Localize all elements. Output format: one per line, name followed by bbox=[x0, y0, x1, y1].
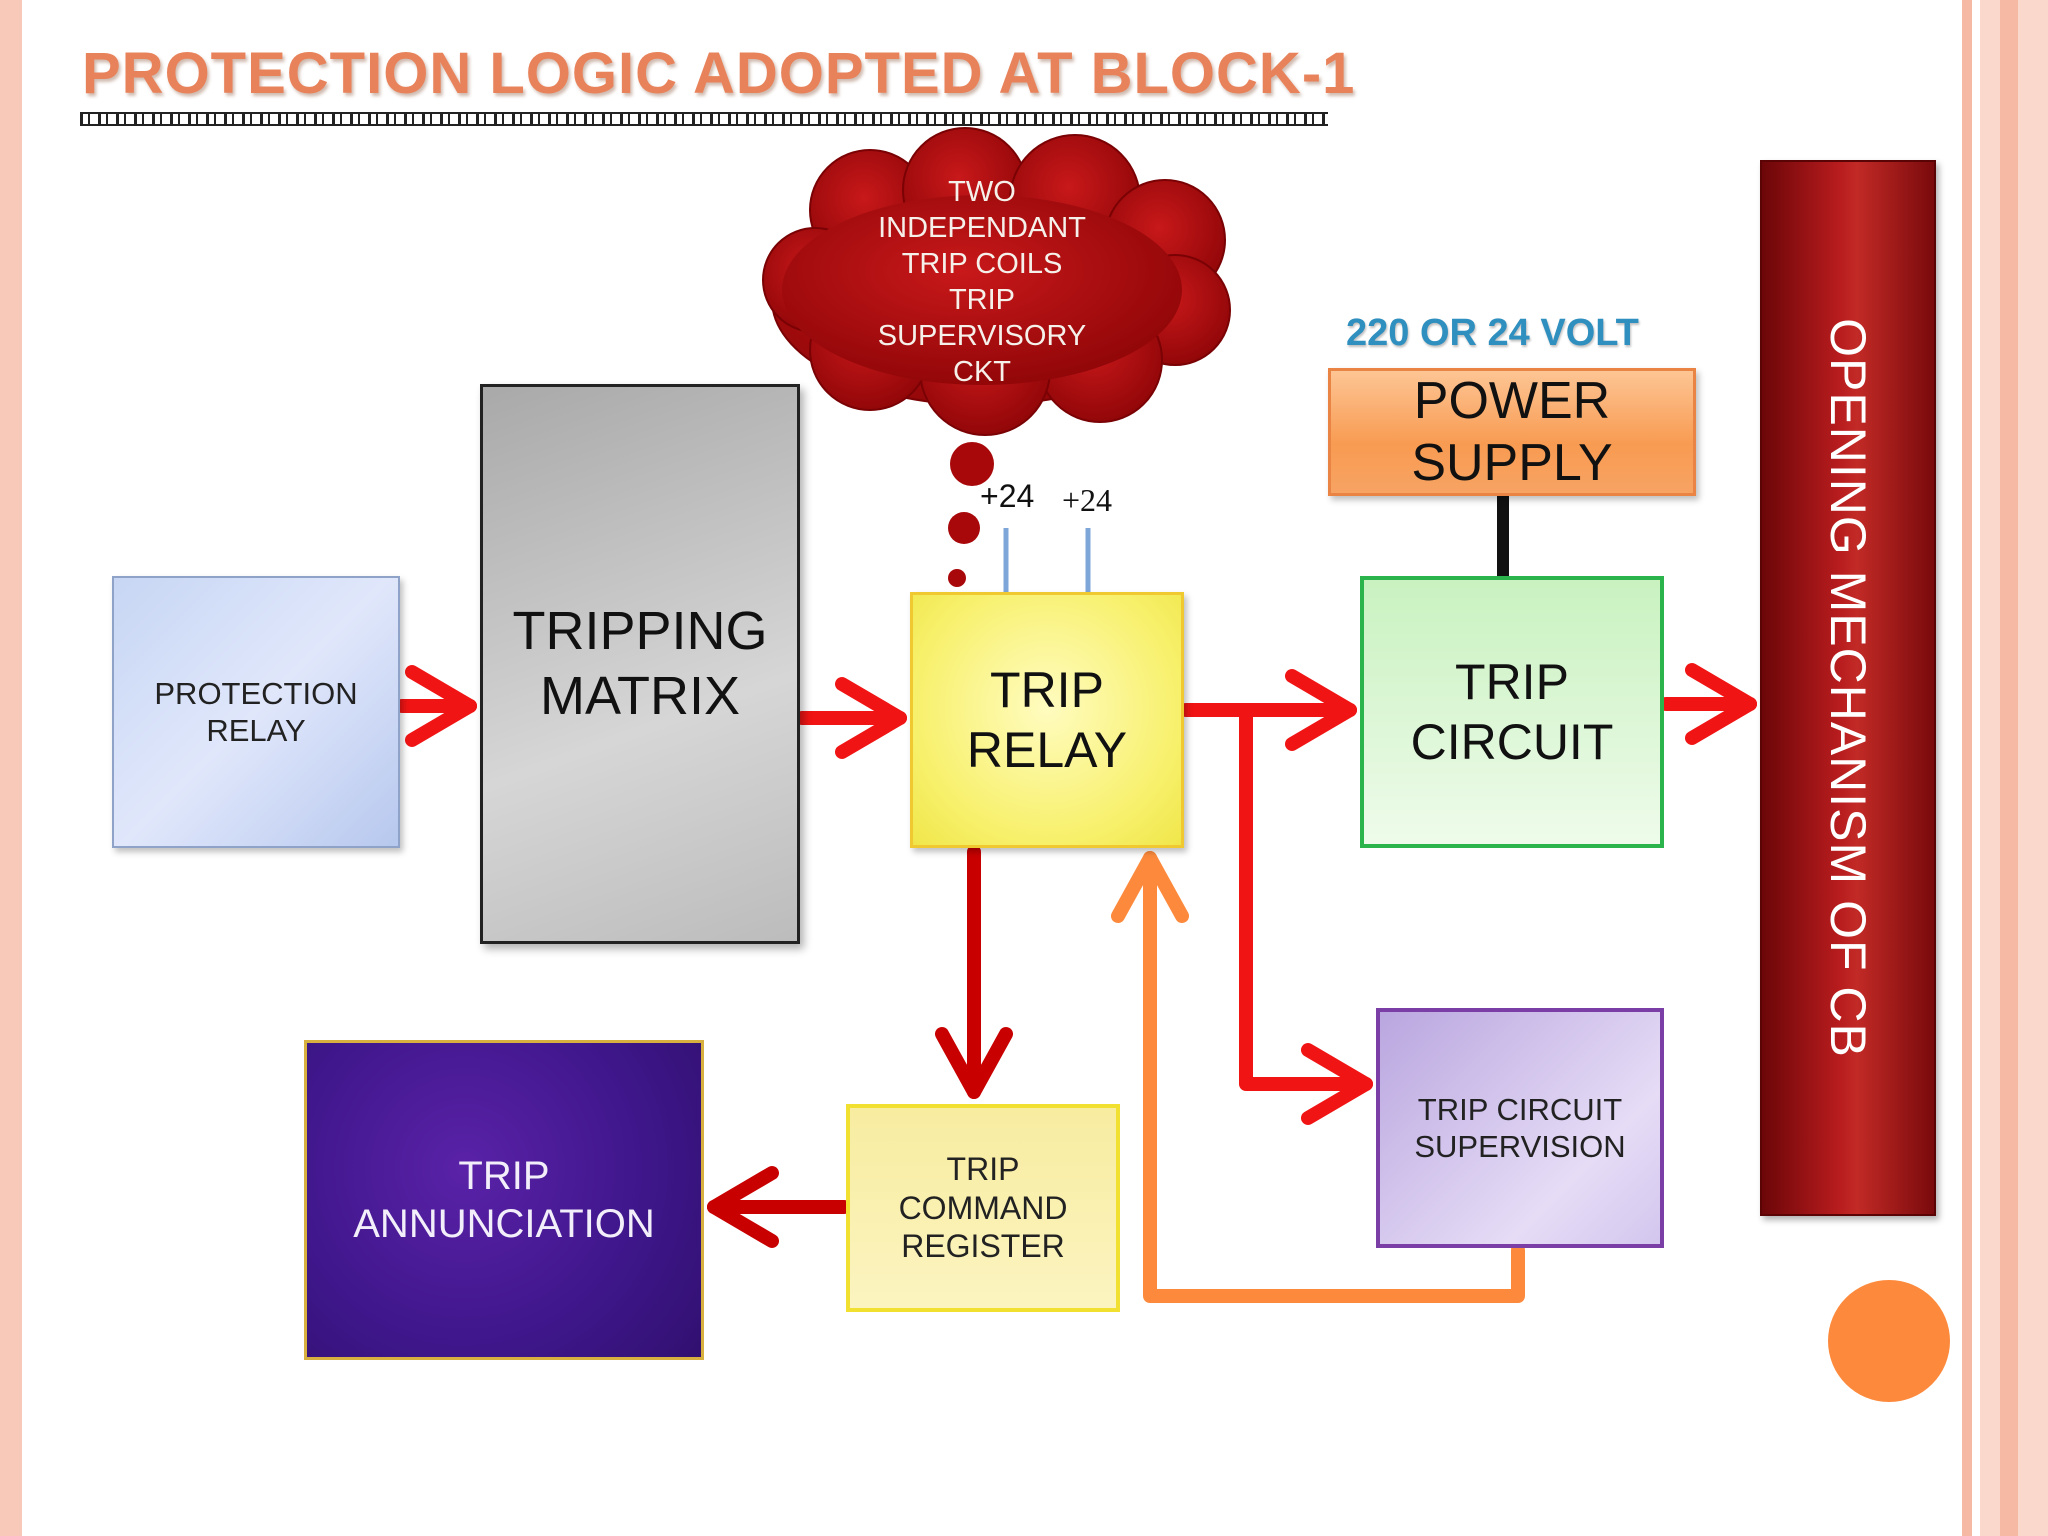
opening-mechanism-label: OPENING MECHANISM OF CB bbox=[1820, 318, 1877, 1058]
trip-circuit-label: TRIP CIRCUIT bbox=[1410, 654, 1614, 770]
tripping-matrix-label: TRIPPING MATRIX bbox=[512, 601, 768, 726]
trip-command-register-block: TRIP COMMAND REGISTER bbox=[846, 1104, 1120, 1312]
register-arrows bbox=[707, 845, 1013, 1248]
trip-circuit-supervision-label: TRIP CIRCUIT SUPERVISION bbox=[1414, 1091, 1626, 1164]
slide-title: PROTECTION LOGIC ADOPTED AT BLOCK-1 bbox=[82, 41, 1356, 106]
terminal-label-2: +24 bbox=[1062, 482, 1113, 518]
slide-border-right-inner bbox=[1962, 0, 1972, 1536]
thought-cloud bbox=[762, 127, 1231, 436]
arrow-trip-relay-to-trip-circuit bbox=[1179, 669, 1357, 751]
thought-bubble-small bbox=[948, 569, 966, 587]
voltage-label: 220 OR 24 VOLT bbox=[1346, 312, 1639, 354]
slide-border-right-stripe bbox=[2000, 0, 2018, 1536]
arrow-trip-relay-to-register bbox=[935, 845, 1013, 1099]
trip-circuit-supervision-block: TRIP CIRCUIT SUPERVISION bbox=[1376, 1008, 1664, 1248]
trip-relay-label: TRIP RELAY bbox=[966, 662, 1128, 778]
thought-bubble-large bbox=[950, 442, 994, 486]
signal-arrows bbox=[395, 663, 1757, 1125]
title-decorative-rule bbox=[80, 112, 1328, 126]
cloud-note: TWO INDEPENDANT TRIP COILS TRIP SUPERVIS… bbox=[877, 176, 1087, 388]
opening-mechanism-block: OPENING MECHANISM OF CB bbox=[1760, 160, 1936, 1216]
decorative-orange-circle bbox=[1828, 1280, 1950, 1402]
trip-annunciation-label: TRIP ANNUNCIATION bbox=[353, 1154, 655, 1246]
arrow-branch-to-supervision bbox=[1239, 703, 1373, 1125]
arrow-matrix-to-trip-relay bbox=[795, 677, 907, 759]
trip-annunciation-block: TRIP ANNUNCIATION bbox=[304, 1040, 704, 1360]
arrow-protection-to-matrix bbox=[395, 665, 477, 747]
protection-relay-block: PROTECTION RELAY bbox=[112, 576, 400, 848]
thought-bubble-medium bbox=[948, 512, 980, 544]
slide-border-left bbox=[0, 0, 22, 1536]
trip-relay-block: TRIP RELAY bbox=[910, 592, 1184, 848]
power-supply-label: POWER SUPPLY bbox=[1411, 371, 1613, 492]
arrow-supervision-feedback bbox=[1111, 851, 1525, 1303]
terminal-label-1: +24 bbox=[980, 478, 1035, 514]
protection-relay-label: PROTECTION RELAY bbox=[154, 675, 358, 748]
power-supply-block: POWER SUPPLY bbox=[1328, 368, 1696, 496]
trip-circuit-block: TRIP CIRCUIT bbox=[1360, 576, 1664, 848]
arrow-trip-circuit-to-mechanism bbox=[1659, 663, 1757, 745]
tripping-matrix-block: TRIPPING MATRIX bbox=[480, 384, 800, 944]
trip-command-register-label: TRIP COMMAND REGISTER bbox=[898, 1151, 1068, 1265]
arrow-register-to-annunciation bbox=[707, 1166, 851, 1248]
